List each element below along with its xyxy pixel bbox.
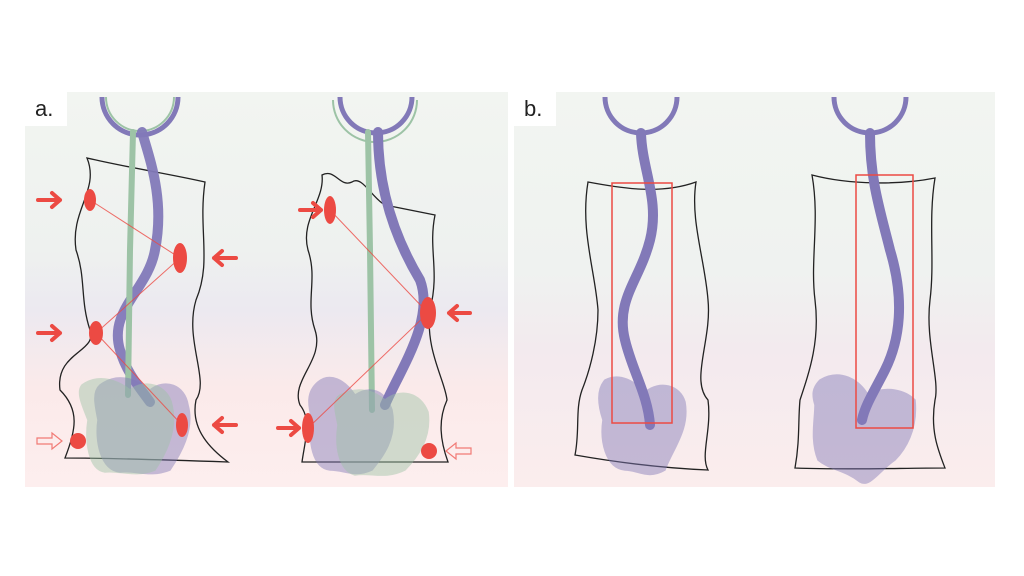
- green-protein: [334, 389, 430, 476]
- hollow-arrow-left-icon: [445, 441, 472, 461]
- arrow-right-icon: [276, 419, 301, 437]
- panel-b-background: [514, 92, 995, 487]
- red-anchor-free: [421, 443, 437, 459]
- confinement-box: [611, 182, 673, 424]
- panel-a-cell-2: [276, 96, 472, 476]
- cell-outline: [59, 157, 231, 463]
- panel-a-cell-1: [36, 96, 238, 475]
- panel-label-b: b.: [514, 92, 556, 126]
- cell-outline: [574, 181, 710, 471]
- purple-protein: [812, 374, 917, 484]
- confinement-box: [855, 174, 914, 429]
- hollow-arrow-right-icon: [36, 431, 63, 451]
- purple-strand: [617, 128, 658, 430]
- green-strand: [125, 129, 136, 398]
- red-anchor: [302, 413, 314, 443]
- purple-strand: [112, 127, 164, 407]
- purple-strand: [373, 127, 429, 410]
- arrow-right-icon: [36, 324, 62, 342]
- red-anchor: [324, 196, 336, 224]
- arrow-left-icon: [212, 249, 238, 267]
- receptor-cup: [831, 96, 909, 136]
- purple-strand: [857, 128, 905, 425]
- arrow-right-icon: [298, 201, 323, 219]
- purple-protein: [94, 377, 191, 475]
- arrow-left-icon: [447, 304, 472, 322]
- panel-label-a: a.: [25, 92, 67, 126]
- cell-outline: [794, 174, 946, 470]
- arrow-right-icon: [36, 191, 62, 209]
- red-anchor: [84, 189, 96, 211]
- panel-b-cell-2: [794, 96, 946, 484]
- green-strand: [365, 129, 375, 413]
- red-anchor: [173, 243, 187, 273]
- green-protein: [78, 378, 175, 475]
- red-anchor: [420, 297, 436, 329]
- tension-lines: [89, 199, 183, 426]
- receptor-cup: [602, 96, 680, 136]
- red-anchor: [176, 413, 188, 437]
- panel-b-cell-1: [574, 96, 710, 476]
- arrow-left-icon: [212, 416, 238, 434]
- red-anchor: [89, 321, 103, 345]
- red-anchor-free: [70, 433, 86, 449]
